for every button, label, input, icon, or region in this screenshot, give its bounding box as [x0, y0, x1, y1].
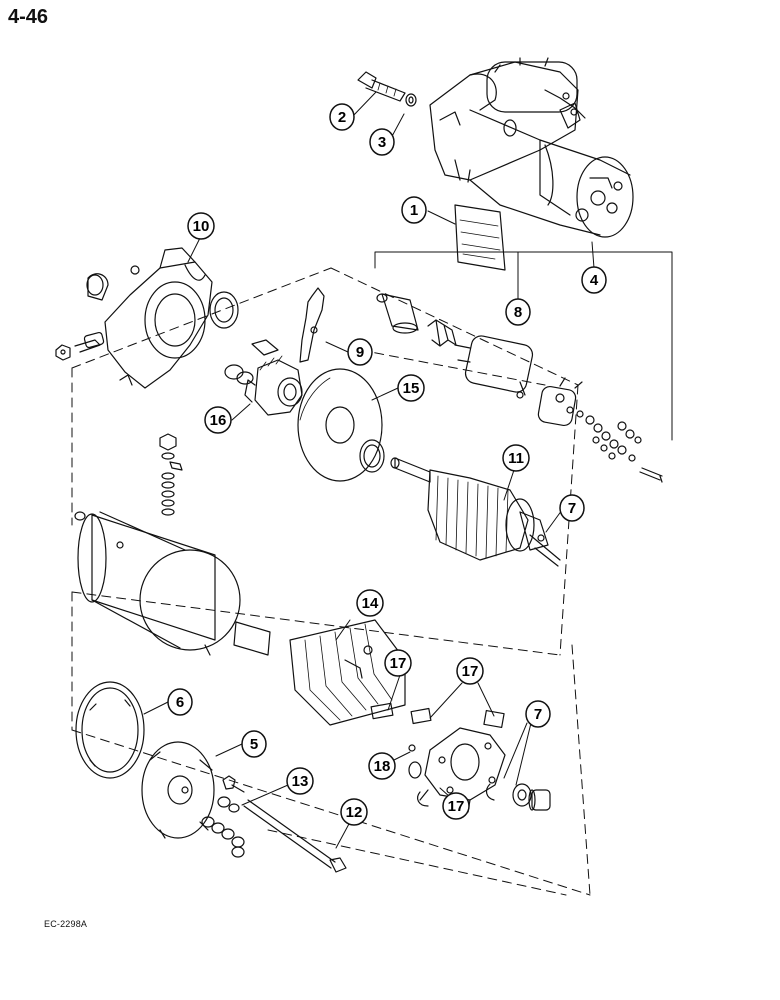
callout-12-label: 12	[346, 804, 363, 821]
end-bushing-hardware-part	[485, 783, 551, 811]
housing-bushing-part	[209, 291, 239, 329]
callout-17a: 17	[384, 649, 412, 677]
pinion-stop-rings-part	[224, 339, 279, 385]
callout-3-label: 3	[378, 134, 386, 151]
callout-7a: 7	[559, 494, 585, 522]
callout-6: 6	[167, 688, 193, 716]
intermediate-bearing-plate-part	[297, 368, 383, 482]
assembly-outline-lower	[71, 591, 591, 896]
terminal-hardware-stack-part	[74, 433, 183, 521]
pole-shoe-part	[233, 621, 271, 656]
callout-4: 4	[581, 266, 607, 294]
starter-motor-assembly	[429, 57, 634, 238]
callout-1: 1	[401, 196, 427, 224]
bolt-hardware-part	[201, 775, 245, 858]
callout-11-label: 11	[508, 450, 524, 467]
callout-6-label: 6	[176, 694, 184, 711]
callout-5-label: 5	[250, 736, 258, 753]
yoke-frame-part	[77, 511, 241, 656]
callout-14: 14	[356, 589, 384, 617]
callout-8: 8	[505, 298, 531, 326]
drive-lever-part	[299, 287, 325, 363]
callout-15: 15	[397, 374, 425, 402]
callout-15-label: 15	[403, 380, 420, 397]
brush-part	[370, 702, 505, 729]
callout-2: 2	[329, 103, 355, 131]
callout-9-label: 9	[356, 344, 364, 361]
drive-end-housing-part	[86, 247, 213, 389]
callout-3: 3	[369, 128, 395, 156]
callout-1-label: 1	[410, 202, 418, 219]
callout-10: 10	[187, 212, 215, 240]
plunger-spring-part	[427, 319, 457, 347]
plate-seal-ring-part	[359, 439, 385, 473]
callout-7a-label: 7	[568, 500, 576, 517]
callout-16-label: 16	[210, 412, 227, 429]
callout-10-label: 10	[193, 218, 210, 235]
through-bolt-part	[243, 799, 347, 873]
assembly-outline-upper	[71, 267, 579, 656]
solenoid-cover-part	[537, 377, 583, 427]
callout-17b: 17	[456, 657, 484, 685]
mounting-bolt-part	[357, 71, 406, 102]
callout-8-label: 8	[514, 304, 522, 321]
callout-16: 16	[204, 406, 232, 434]
callout-7b-label: 7	[534, 706, 542, 723]
callout-2-label: 2	[338, 109, 346, 126]
housing-stud-nut-part	[55, 331, 105, 361]
callout-17a-label: 17	[390, 655, 407, 672]
callout-11: 11	[502, 444, 530, 472]
callout-17c: 17	[442, 792, 470, 820]
callout-7b: 7	[525, 700, 551, 728]
callout-5: 5	[241, 730, 267, 758]
callout-4-label: 4	[590, 272, 599, 289]
callout-18-label: 18	[374, 758, 391, 775]
callout-labels: 2 3 1 4 10 8 9	[167, 103, 607, 826]
decal-label-part	[454, 204, 506, 271]
field-coil-part	[289, 619, 406, 726]
callout-17b-label: 17	[462, 663, 479, 680]
callout-9: 9	[347, 338, 373, 366]
solenoid-body-part	[454, 335, 534, 399]
callout-18: 18	[368, 752, 396, 780]
callout-13: 13	[286, 767, 314, 795]
figure-code: EC-2298A	[44, 919, 88, 929]
callout-14-label: 14	[362, 595, 379, 612]
solenoid-hardware-part	[576, 410, 663, 483]
armature-part	[390, 457, 561, 567]
solenoid-plunger-part	[376, 293, 419, 334]
drive-pinion-part	[244, 355, 303, 416]
page-number: 4-46	[8, 6, 49, 28]
cover-band-part	[75, 681, 145, 779]
commutator-end-cover-part	[141, 741, 215, 839]
callout-13-label: 13	[292, 773, 309, 790]
callout-12: 12	[340, 798, 368, 826]
callout-17c-label: 17	[448, 798, 465, 815]
lock-washer-part	[405, 93, 417, 107]
